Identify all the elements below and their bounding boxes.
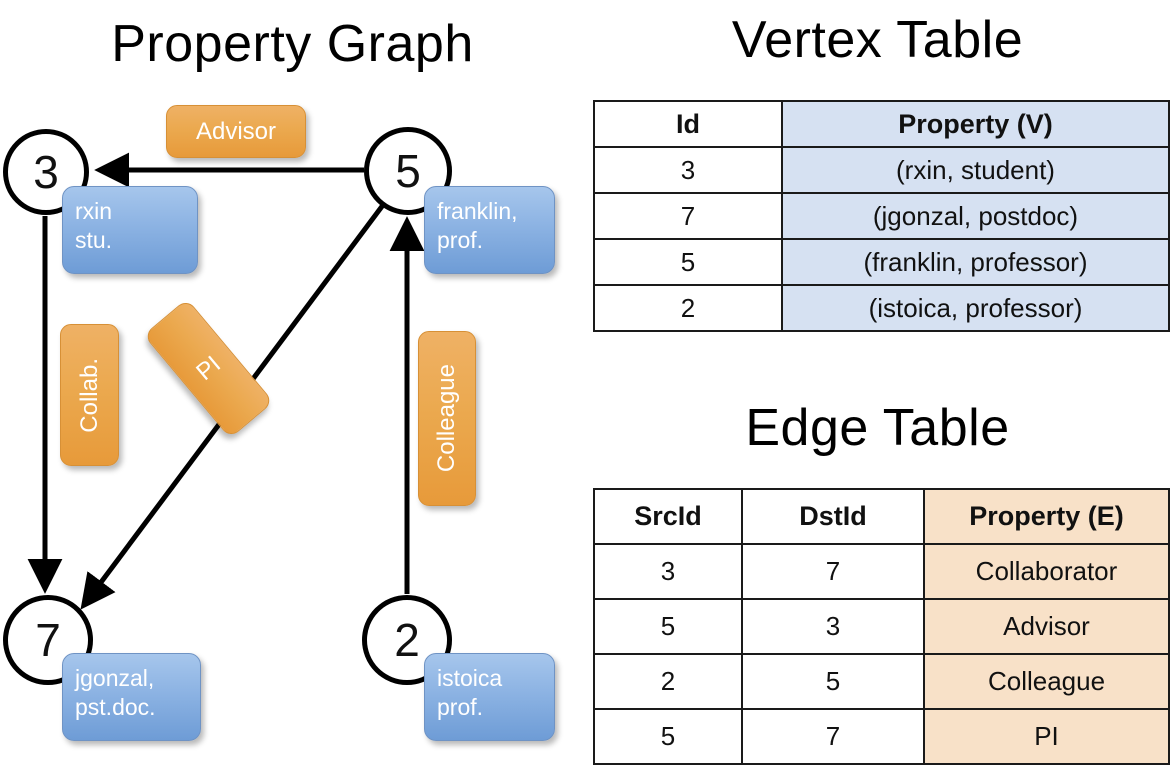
edge-cell-property: PI [923,708,1170,765]
vertex-table: Id Property (V) 3 (rxin, student) 7 (jgo… [593,100,1170,332]
vertex-property-box-5-line2: prof. [437,227,484,254]
vertex-property-box-7-line1: jgonzal, [75,665,155,691]
vertex-node-2-label: 2 [394,614,420,666]
edge-cell-property: Colleague [923,653,1170,710]
vertex-property-box-3: rxin stu. [62,186,198,274]
vertex-property-box-5: franklin, prof. [424,186,555,274]
vertex-cell-id: 7 [593,192,783,240]
vertex-node-7-label: 7 [35,614,61,666]
vertex-cell-id: 3 [593,146,783,194]
vertex-table-header-row: Id Property (V) [593,100,1170,148]
vertex-property-box-2: istoica prof. [424,653,555,741]
page-title-vertex-table: Vertex Table [731,11,1024,69]
edge-cell-dstid: 7 [741,543,925,600]
vertex-cell-id: 5 [593,238,783,286]
table-row[interactable]: 2 5 Colleague [593,653,1170,710]
edge-cell-dstid: 7 [741,708,925,765]
edge-label-pi-text: PI [190,350,226,386]
edge-table: SrcId DstId Property (E) 3 7 Collaborato… [593,488,1170,765]
table-row[interactable]: 5 7 PI [593,708,1170,765]
vertex-table-header-id: Id [593,100,783,148]
edge-cell-srcid: 5 [593,598,743,655]
edge-cell-property: Collaborator [923,543,1170,600]
edge-table-header-dstid: DstId [741,488,925,545]
vertex-node-3-label: 3 [33,146,59,198]
vertex-property-box-7-line2: pst.doc. [75,694,156,721]
property-graph-panel: Property Graph 3 rxin stu. 5 franklin, p… [0,0,585,760]
vertex-property-box-2-line1: istoica [437,665,503,691]
vertex-node-5[interactable]: 5 [364,127,452,215]
edge-label-advisor: Advisor [166,105,306,158]
table-row[interactable]: 3 7 Collaborator [593,543,1170,600]
table-row[interactable]: 5 (franklin, professor) [593,238,1170,286]
edge-table-header-srcid: SrcId [593,488,743,545]
vertex-node-5-label: 5 [395,145,421,197]
table-row[interactable]: 2 (istoica, professor) [593,284,1170,332]
vertex-node-2[interactable]: 2 [362,595,452,685]
vertex-property-box-3-line2: stu. [75,227,113,254]
vertex-cell-property: (istoica, professor) [781,284,1170,332]
vertex-cell-property: (jgonzal, postdoc) [781,192,1170,240]
edge-cell-srcid: 3 [593,543,743,600]
edge-label-colleague-text: Colleague [433,364,460,473]
edge-label-collab-text: Collab. [75,357,103,433]
edge-cell-dstid: 3 [741,598,925,655]
vertex-property-box-2-line2: prof. [437,694,484,721]
edge-table-header-property: Property (E) [923,488,1170,545]
table-row[interactable]: 3 (rxin, student) [593,146,1170,194]
page-title-property-graph: Property Graph [111,15,474,73]
edge-label-colleague: Colleague [418,331,476,506]
table-row[interactable]: 5 3 Advisor [593,598,1170,655]
edge-cell-property: Advisor [923,598,1170,655]
edge-table-header-row: SrcId DstId Property (E) [593,488,1170,545]
vertex-table-header-property: Property (V) [781,100,1170,148]
vertex-cell-id: 2 [593,284,783,332]
vertex-cell-property: (franklin, professor) [781,238,1170,286]
vertex-property-box-3-line1: rxin [75,198,113,224]
vertex-cell-property: (rxin, student) [781,146,1170,194]
edge-cell-srcid: 2 [593,653,743,710]
page-title-edge-table: Edge Table [745,399,1010,457]
vertex-property-box-7: jgonzal, pst.doc. [62,653,201,741]
edge-label-advisor-text: Advisor [195,117,277,145]
vertex-property-box-5-line1: franklin, [437,198,518,224]
edge-label-collab: Collab. [60,324,119,466]
table-row[interactable]: 7 (jgonzal, postdoc) [593,192,1170,240]
edge-cell-dstid: 5 [741,653,925,710]
edge-cell-srcid: 5 [593,708,743,765]
